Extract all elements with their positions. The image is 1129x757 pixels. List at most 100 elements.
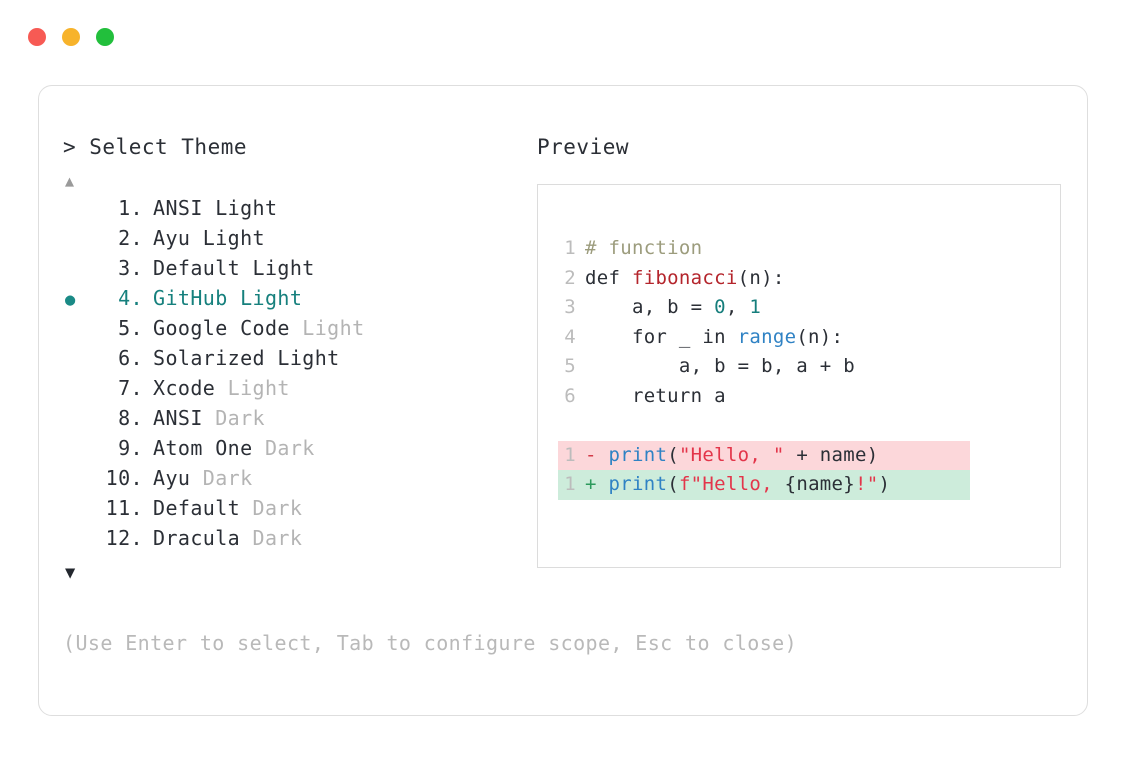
theme-item-number: 7. bbox=[118, 376, 143, 400]
theme-item-number: 2. bbox=[118, 226, 143, 250]
code-token: range bbox=[737, 325, 797, 348]
theme-list-item[interactable]: ● 1. ANSI Light bbox=[63, 196, 523, 226]
theme-list-item[interactable]: ●10.Ayu Dark bbox=[63, 466, 523, 496]
theme-list-item[interactable]: ● 5. Google Code Light bbox=[63, 316, 523, 346]
code-token: (n): bbox=[737, 266, 785, 289]
theme-item-variant: Light bbox=[289, 316, 365, 340]
code-line: 6 return a bbox=[558, 382, 1054, 412]
code-token: + name) bbox=[784, 443, 879, 466]
code-token: print bbox=[608, 443, 668, 466]
code-token: a, b = bbox=[585, 296, 715, 318]
theme-item-name: Default bbox=[153, 496, 241, 520]
selected-bullet-icon: ● bbox=[63, 500, 91, 520]
theme-item-number: 4. bbox=[118, 286, 143, 310]
selected-bullet-icon: ● bbox=[63, 530, 91, 550]
theme-list-item[interactable]: ●6.Solarized Light bbox=[63, 346, 523, 376]
theme-item-variant: Dark bbox=[240, 496, 303, 520]
diff-block: 1- print("Hello, " + name)1+ print(f"Hel… bbox=[558, 440, 1054, 500]
selected-bullet-icon: ● bbox=[63, 350, 91, 370]
theme-item-name: Google Code bbox=[153, 316, 290, 340]
diff-added-line: 1+ print(f"Hello, {name}!") bbox=[558, 470, 970, 500]
theme-item-name: Atom One bbox=[153, 436, 253, 460]
selected-bullet-icon: ● bbox=[63, 260, 91, 280]
line-number: 3 bbox=[564, 296, 576, 318]
theme-item-number: 11. bbox=[105, 496, 143, 520]
theme-list-item[interactable]: ● 12. Dracula Dark bbox=[63, 526, 523, 556]
theme-item-name: ANSI Light bbox=[153, 196, 278, 220]
theme-list-item[interactable]: ●7.Xcode Light bbox=[63, 376, 523, 406]
theme-item-variant: Light bbox=[215, 376, 290, 400]
code-line: 4 for _ in range(n): bbox=[558, 323, 1054, 353]
theme-item-number: 8. bbox=[118, 406, 143, 430]
code-token: (n): bbox=[796, 325, 844, 348]
code-token: 0 bbox=[714, 296, 726, 318]
window-traffic-lights bbox=[28, 28, 114, 46]
line-number: 4 bbox=[564, 325, 576, 348]
diff-marker: - bbox=[585, 443, 609, 466]
selected-bullet-icon: ● bbox=[65, 290, 76, 310]
code-token: return a bbox=[585, 384, 726, 407]
code-token: "Hello, " bbox=[678, 443, 785, 466]
line-number: 6 bbox=[564, 384, 576, 407]
keyboard-hint-text: (Use Enter to select, Tab to configure s… bbox=[63, 631, 798, 655]
selected-bullet-icon: ● bbox=[63, 230, 91, 250]
code-token: {name} bbox=[784, 473, 856, 495]
theme-picker-card: > Select Theme ▲ ● 1. ANSI Light ● 2. Ayu Lig… bbox=[38, 85, 1088, 716]
code-token: 1 bbox=[749, 296, 762, 318]
code-token: ( bbox=[667, 443, 679, 466]
close-window-icon[interactable] bbox=[28, 28, 46, 46]
minimize-window-icon[interactable] bbox=[62, 28, 80, 46]
select-theme-heading: > Select Theme bbox=[63, 135, 248, 159]
theme-item-number: 3. bbox=[118, 256, 143, 280]
code-line: 1# function bbox=[558, 234, 1054, 264]
theme-item-variant: Dark bbox=[202, 406, 265, 430]
line-number: 5 bbox=[564, 355, 576, 377]
code-source: # function bbox=[576, 237, 702, 259]
diff-marker: + bbox=[585, 473, 609, 495]
theme-list-item[interactable]: ●4.GitHub Light bbox=[63, 286, 523, 316]
diff-removed-line: 1- print("Hello, " + name) bbox=[558, 440, 970, 470]
theme-item-name: Default Light bbox=[153, 256, 315, 280]
theme-item-number: 1. bbox=[118, 196, 143, 220]
selected-bullet-icon: ● bbox=[63, 200, 91, 220]
code-token: for _ in bbox=[585, 325, 738, 348]
theme-list-item[interactable]: ● 9. Atom One Dark bbox=[63, 436, 523, 466]
theme-item-name: Ayu Light bbox=[153, 226, 265, 250]
theme-item-name: Ayu bbox=[153, 466, 191, 490]
theme-list-item[interactable]: ● 2. Ayu Light bbox=[63, 226, 523, 256]
code-source: for _ in range(n): bbox=[576, 326, 843, 348]
code-source: def fibonacci(n): bbox=[576, 267, 785, 289]
selected-bullet-icon: ● bbox=[63, 320, 91, 340]
theme-item-name: Dracula bbox=[153, 526, 241, 550]
line-number: 1 bbox=[564, 443, 576, 466]
theme-list-item[interactable]: ●8.ANSI Dark bbox=[63, 406, 523, 436]
code-source: a, b = 0, 1 bbox=[576, 296, 761, 318]
theme-selection-column: > Select Theme ▲ ● 1. ANSI Light ● 2. Ayu Lig… bbox=[63, 134, 523, 584]
theme-item-variant: Dark bbox=[190, 466, 253, 490]
theme-item-number: 10. bbox=[105, 466, 143, 490]
selected-bullet-icon: ● bbox=[63, 440, 91, 460]
code-token: a, b = b, a + b bbox=[585, 355, 855, 377]
code-line: 5 a, b = b, a + b bbox=[558, 352, 1054, 382]
maximize-window-icon[interactable] bbox=[96, 28, 114, 46]
theme-list-item[interactable]: ● 11. Default Dark bbox=[63, 496, 523, 526]
theme-list: ● 1. ANSI Light ● 2. Ayu Light ● 3. Default Ligh… bbox=[63, 196, 523, 556]
code-token: , bbox=[725, 296, 750, 318]
code-token: fibonacci bbox=[631, 266, 738, 289]
code-source: a, b = b, a + b bbox=[576, 355, 855, 377]
theme-item-number: 5. bbox=[118, 316, 143, 340]
scroll-up-arrow-icon[interactable]: ▲ bbox=[65, 172, 75, 190]
scroll-down-arrow-icon[interactable]: ▼ bbox=[65, 563, 76, 583]
code-source: return a bbox=[576, 385, 726, 407]
theme-item-number: 12. bbox=[105, 526, 143, 550]
theme-item-number: 9. bbox=[118, 436, 143, 460]
code-token: !" bbox=[855, 473, 879, 495]
line-number: 2 bbox=[564, 266, 576, 289]
code-token: # function bbox=[585, 237, 703, 259]
theme-item-variant: Dark bbox=[240, 526, 303, 550]
code-token: ) bbox=[878, 473, 891, 495]
theme-item-variant: Dark bbox=[252, 436, 315, 460]
theme-list-item[interactable]: ● 3. Default Light bbox=[63, 256, 523, 286]
